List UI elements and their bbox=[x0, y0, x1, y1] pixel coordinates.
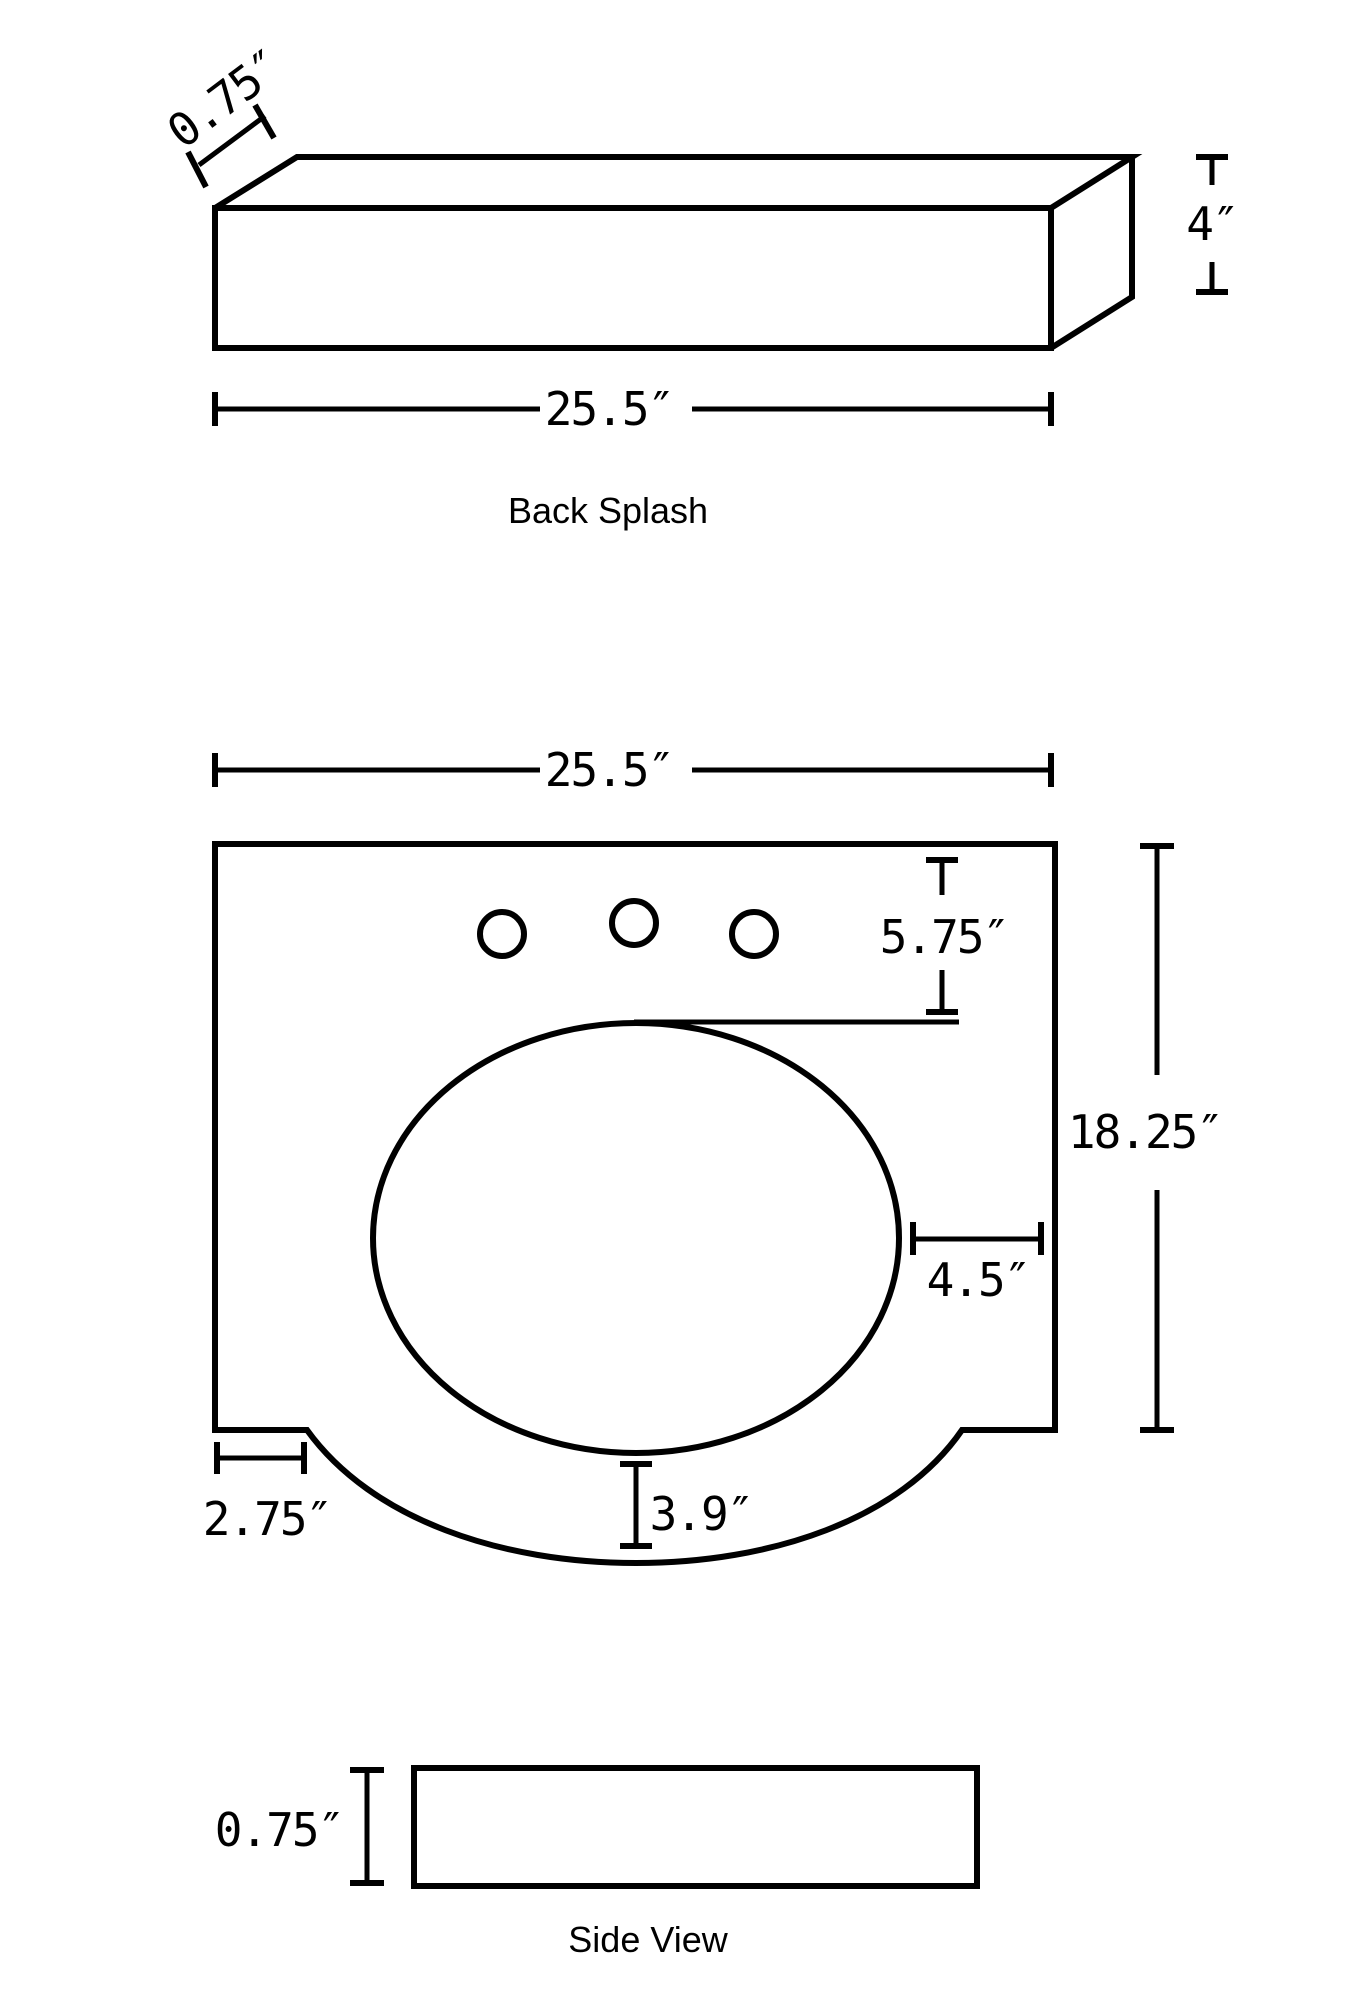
back-splash-width-label: 25.5″ bbox=[545, 382, 673, 436]
basin-to-side-dimension: 4.5″ bbox=[910, 1222, 1044, 1307]
top-depth-dimension: 18.25″ bbox=[1068, 843, 1224, 1433]
basin bbox=[370, 1020, 902, 1456]
basin-to-front-dimension: 3.9″ bbox=[620, 1461, 754, 1549]
faucet-hole-right bbox=[729, 909, 779, 959]
faucet-to-basin-dimension: 5.75″ bbox=[634, 857, 1010, 1025]
back-splash-caption: Back Splash bbox=[508, 490, 708, 531]
back-splash-height-dimension: 4″ bbox=[1186, 154, 1240, 295]
top-width-label: 25.5″ bbox=[545, 743, 673, 797]
side-thickness-label: 0.75″ bbox=[215, 1803, 343, 1857]
top-width-dimension: 25.5″ bbox=[212, 743, 1054, 797]
top-view: 25.5″ 5.75″ 18.25″ bbox=[203, 743, 1224, 1567]
back-splash-front-face bbox=[212, 205, 1054, 351]
side-view: 0.75″ Side View bbox=[215, 1765, 980, 1960]
top-depth-label: 18.25″ bbox=[1068, 1105, 1222, 1159]
back-splash-height-label: 4″ bbox=[1186, 197, 1237, 251]
back-splash-top-face bbox=[213, 154, 1143, 211]
back-splash-view: 0.75″ 4″ 25.5″ Back Splash bbox=[157, 38, 1240, 531]
notch-width-dimension: 2.75″ bbox=[203, 1442, 333, 1546]
faucet-hole-center bbox=[609, 898, 659, 948]
back-splash-depth-dimension: 0.75″ bbox=[157, 38, 292, 189]
back-splash-depth-label: 0.75″ bbox=[157, 38, 292, 158]
side-view-profile bbox=[411, 1765, 980, 1889]
faucet-hole-left bbox=[477, 909, 527, 959]
back-splash-width-dimension: 25.5″ bbox=[212, 382, 1054, 436]
notch-width-label: 2.75″ bbox=[203, 1492, 331, 1546]
basin-to-side-label: 4.5″ bbox=[927, 1253, 1030, 1307]
side-view-caption: Side View bbox=[568, 1919, 728, 1960]
basin-to-front-label: 3.9″ bbox=[650, 1487, 753, 1541]
faucet-to-basin-label: 5.75″ bbox=[880, 910, 1008, 964]
back-splash-side-face bbox=[1049, 157, 1135, 351]
countertop-outline bbox=[212, 841, 1058, 1567]
side-thickness-dimension: 0.75″ bbox=[215, 1767, 384, 1886]
